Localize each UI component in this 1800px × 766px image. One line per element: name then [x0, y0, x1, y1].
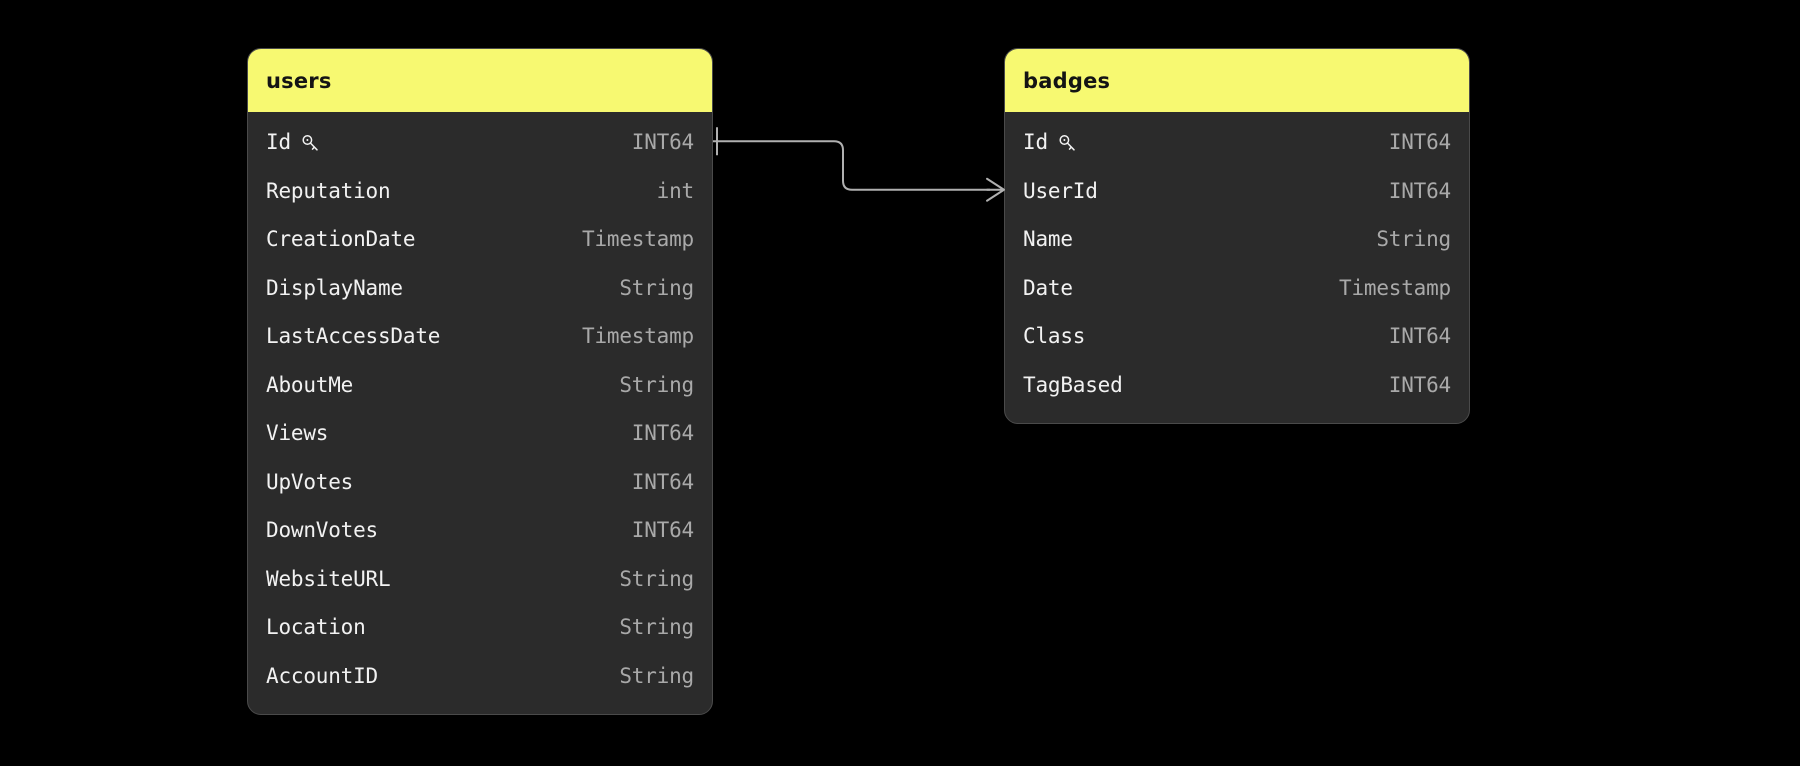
- field-row[interactable]: AboutMe String: [248, 361, 712, 410]
- field-type: String: [619, 275, 694, 300]
- field-type: INT64: [631, 130, 694, 155]
- field-name-group: AccountID: [266, 664, 378, 688]
- field-name: UserId: [1023, 178, 1098, 203]
- key-icon: [1057, 133, 1077, 153]
- field-type: Timestamp: [582, 227, 694, 252]
- field-name-group: Class: [1023, 324, 1085, 348]
- field-name: Class: [1023, 324, 1086, 349]
- field-type: INT64: [1388, 324, 1451, 349]
- field-row[interactable]: WebsiteURL String: [248, 555, 712, 604]
- field-type: String: [619, 372, 694, 397]
- field-name: Id: [1023, 130, 1048, 155]
- field-name-group: DisplayName: [266, 276, 403, 300]
- field-name-group: Views: [266, 421, 328, 445]
- field-name: AccountID: [266, 663, 378, 688]
- field-row[interactable]: Reputation int: [248, 167, 712, 216]
- field-name-group: UpVotes: [266, 470, 353, 494]
- field-name-group: Location: [266, 615, 366, 639]
- field-name: LastAccessDate: [266, 324, 441, 349]
- field-type: String: [619, 615, 694, 640]
- entity-title-users: users: [248, 49, 712, 112]
- field-row[interactable]: DownVotes INT64: [248, 506, 712, 555]
- field-type: Timestamp: [1339, 275, 1451, 300]
- cardinality-many-marker: [986, 177, 1005, 202]
- field-name: UpVotes: [266, 469, 354, 494]
- field-name: Reputation: [266, 178, 391, 203]
- field-type: INT64: [631, 421, 694, 446]
- field-name-group: Date: [1023, 276, 1073, 300]
- field-row[interactable]: CreationDate Timestamp: [248, 215, 712, 264]
- field-name-group: AboutMe: [266, 373, 353, 397]
- field-name: CreationDate: [266, 227, 416, 252]
- field-name: AboutMe: [266, 372, 354, 397]
- field-type: INT64: [1388, 130, 1451, 155]
- field-type: String: [619, 566, 694, 591]
- field-name-group: Id: [266, 130, 320, 154]
- field-row[interactable]: Id INT64: [1005, 118, 1469, 167]
- field-name: Location: [266, 615, 366, 640]
- field-row[interactable]: TagBased INT64: [1005, 361, 1469, 410]
- field-name-group: DownVotes: [266, 518, 378, 542]
- field-row[interactable]: DisplayName String: [248, 264, 712, 313]
- field-name: DisplayName: [266, 275, 403, 300]
- field-name-group: TagBased: [1023, 373, 1123, 397]
- field-type: Timestamp: [582, 324, 694, 349]
- field-name: Name: [1023, 227, 1073, 252]
- field-name-group: Id: [1023, 130, 1077, 154]
- field-name: Id: [266, 130, 291, 155]
- field-name-group: CreationDate: [266, 227, 416, 252]
- field-name-group: UserId: [1023, 179, 1098, 203]
- field-type: String: [619, 663, 694, 688]
- field-name: WebsiteURL: [266, 566, 391, 591]
- field-row[interactable]: UpVotes INT64: [248, 458, 712, 507]
- relationship-line: [713, 140, 990, 191]
- field-name: Views: [266, 421, 329, 446]
- field-name-group: LastAccessDate: [266, 324, 440, 348]
- field-row[interactable]: AccountID String: [248, 652, 712, 701]
- field-name-group: WebsiteURL: [266, 566, 391, 591]
- field-name: TagBased: [1023, 372, 1123, 397]
- key-icon: [300, 133, 320, 153]
- field-type: INT64: [631, 518, 694, 543]
- field-row[interactable]: LastAccessDate Timestamp: [248, 312, 712, 361]
- field-type: INT64: [631, 469, 694, 494]
- field-row[interactable]: Id INT64: [248, 118, 712, 167]
- field-row[interactable]: UserId INT64: [1005, 167, 1469, 216]
- entity-title-badges: badges: [1005, 49, 1469, 112]
- field-type: String: [1376, 227, 1451, 252]
- field-row[interactable]: Name String: [1005, 215, 1469, 264]
- field-row[interactable]: Views INT64: [248, 409, 712, 458]
- field-row[interactable]: Location String: [248, 603, 712, 652]
- field-type: int: [656, 178, 695, 203]
- field-name-group: Reputation: [266, 178, 391, 203]
- field-type: INT64: [1388, 372, 1451, 397]
- field-name: Date: [1023, 275, 1073, 300]
- relationship-users-badges[interactable]: [713, 127, 1005, 202]
- field-row[interactable]: Date Timestamp: [1005, 264, 1469, 313]
- field-row[interactable]: Class INT64: [1005, 312, 1469, 361]
- field-name-group: Name: [1023, 227, 1073, 251]
- field-name: DownVotes: [266, 518, 378, 543]
- field-type: INT64: [1388, 178, 1451, 203]
